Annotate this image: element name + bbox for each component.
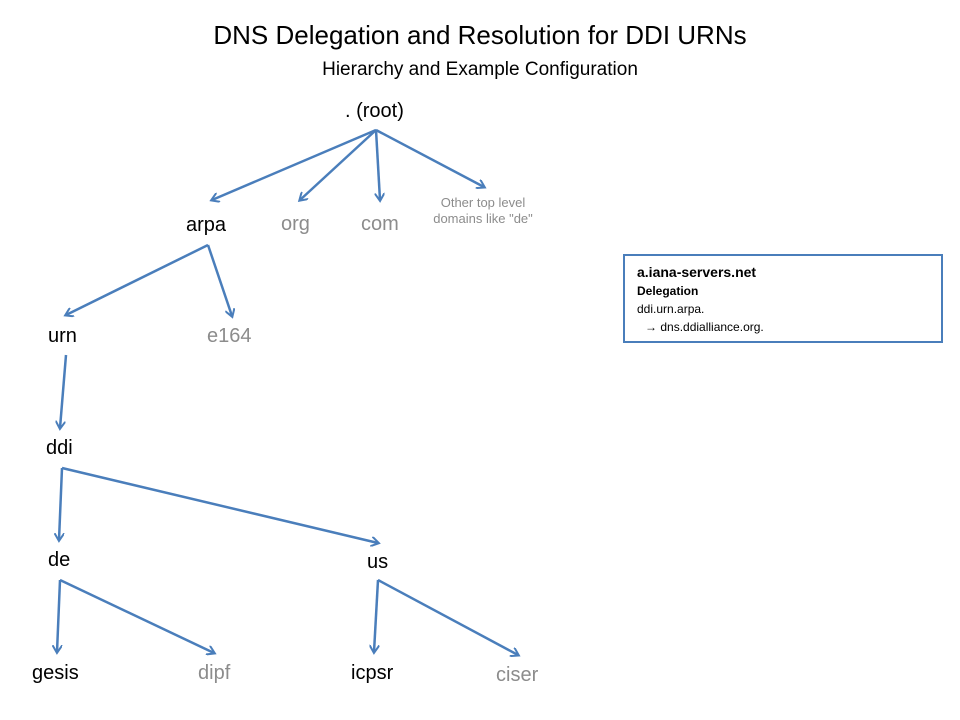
server-name: a.iana-servers.net xyxy=(637,264,757,280)
arrow-root-com xyxy=(376,129,380,200)
arrow-arpa-urn xyxy=(66,243,209,315)
node-ciser: ciser xyxy=(496,664,539,686)
node-gesis: gesis xyxy=(32,662,79,684)
arrow-root-other xyxy=(375,128,484,187)
arrow-ddi-us xyxy=(61,466,378,543)
node-org: org xyxy=(281,213,310,235)
node-com: com xyxy=(361,213,399,235)
node-ddi: ddi xyxy=(46,437,73,459)
diagram-subtitle: Hierarchy and Example Configuration xyxy=(322,59,638,80)
arrow-us-icpsr xyxy=(374,579,378,652)
delegation-target-line: → dns.ddialliance.org. xyxy=(637,318,929,336)
node-root: . (root) xyxy=(345,100,404,122)
arrow-root-org xyxy=(300,129,377,200)
node-icpsr: icpsr xyxy=(351,662,394,684)
arrow-urn-ddi xyxy=(60,354,68,428)
delegation-target: dns.ddialliance.org. xyxy=(660,320,764,334)
arrow-arpa-e164 xyxy=(206,244,232,316)
node-dipf: dipf xyxy=(198,662,231,684)
node-us: us xyxy=(367,551,389,573)
arrow-de-gesis xyxy=(57,579,60,652)
node-urn: urn xyxy=(48,325,77,347)
diagram-title: DNS Delegation and Resolution for DDI UR… xyxy=(213,20,747,50)
delegation-info-box: a.iana-servers.net Delegation ddi.urn.ar… xyxy=(623,254,943,343)
arrow-ddi-de xyxy=(59,467,62,540)
arrow-right-icon: → xyxy=(645,320,657,334)
delegation-source: ddi.urn.arpa. xyxy=(637,302,705,316)
arrow-us-ciser xyxy=(377,578,518,655)
node-other-tlds: Other top level domains like "de" xyxy=(433,195,533,226)
node-de: de xyxy=(48,549,71,571)
node-e164: e164 xyxy=(207,325,252,347)
arrow-root-arpa xyxy=(212,128,377,200)
delegation-label: Delegation xyxy=(637,284,699,298)
node-arpa: arpa xyxy=(186,214,227,236)
arrow-de-dipf xyxy=(59,578,214,653)
